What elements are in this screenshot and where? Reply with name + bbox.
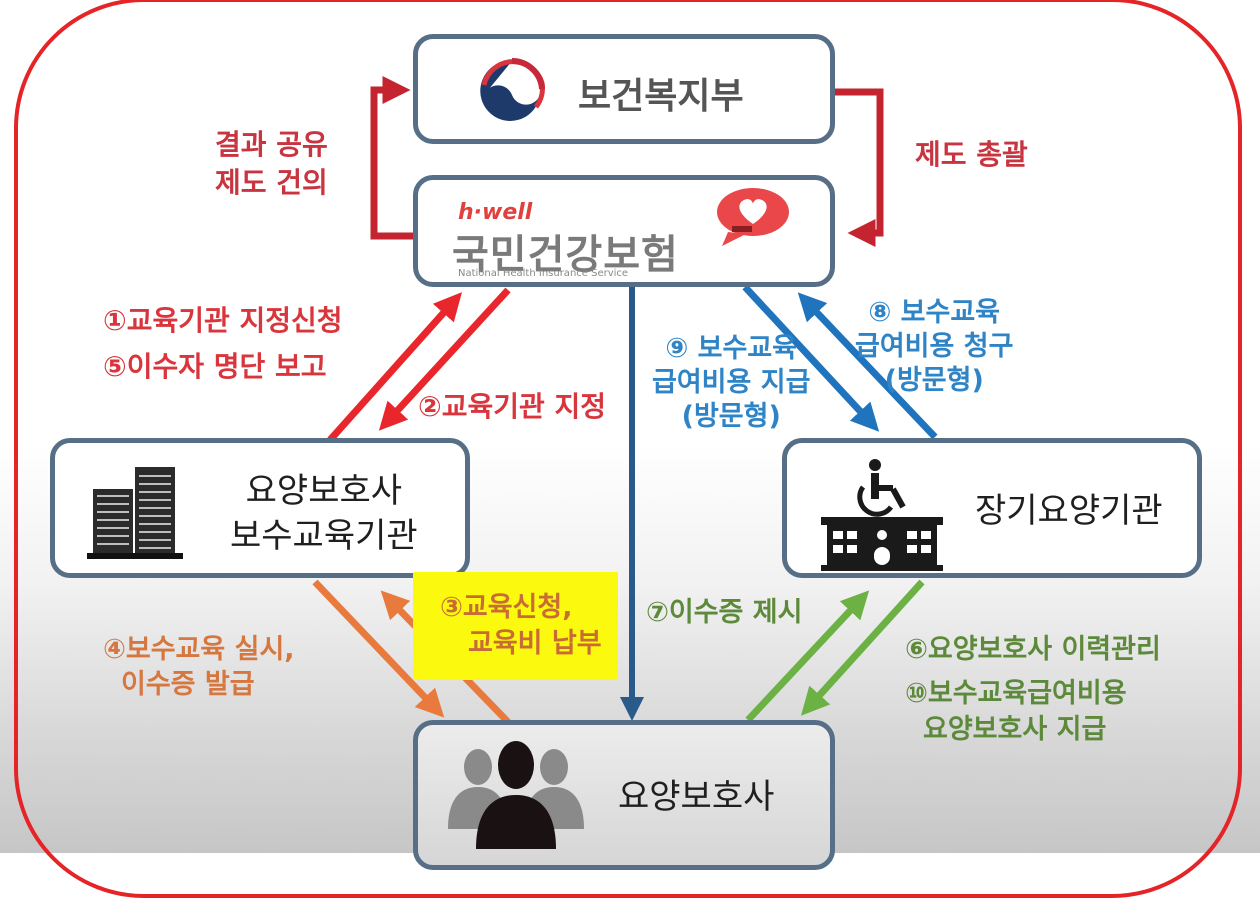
label-step3-highlight [413,572,618,680]
node-training-institution: 요양보호사 보수교육기관 [50,438,470,578]
arrow-step8 [797,292,938,440]
training-institution-line1: 요양보호사 [245,471,403,511]
label-oversight: 제도 총괄 [915,138,1028,171]
people-group-icon [448,741,584,849]
label-step6: ⑥요양보호사 이력관리 [905,634,1161,665]
label-step9: ⑨ 보수교육 급여비용 지급 (방문형) [652,332,810,433]
arrow-step2 [378,287,511,431]
label-step9-line1: ⑨ 보수교육 [665,333,798,364]
label-step10: ⑩보수교육급여비용 요양보호사 지급 [905,676,1127,747]
label-feedback: 결과 공유 제도 건의 [215,126,328,202]
label-step10-line1: ⑩보수교육급여비용 [905,678,1127,709]
node-ministry: 보건복지부 [413,34,835,144]
wheelchair-hospital-icon [821,459,943,571]
arrow-step4 [312,579,445,718]
label-step10-line2: 요양보호사 지급 [923,713,1107,745]
label-step2: ②교육기관 지정 [418,390,607,423]
label-step7: ⑦이수증 제시 [646,597,803,628]
arrow-oversight [833,88,884,247]
nhis-brand: h·well [458,200,533,225]
label-step4: ④보수교육 실시, 이수증 발급 [103,632,295,702]
label-feedback-line1: 결과 공유 [215,128,328,161]
label-step1: ①교육기관 지정신청 [103,304,343,337]
label-step9-line3: (방문형) [681,400,781,432]
nhis-label: 국민건강보험 [452,232,679,278]
nhis-sub: National Health Insurance Service [458,268,629,279]
label-step3: ③교육신청, 교육비 납부 [440,590,602,661]
node-ltc-facility: 장기요양기관 [782,438,1202,578]
nhis-heart-bubble-icon [717,188,789,246]
label-feedback-line2: 제도 건의 [215,165,328,199]
label-step8-line2: 급여비용 청구 [855,330,1014,362]
arrow-step9 [742,284,880,432]
label-step8: ⑧ 보수교육 급여비용 청구 (방문형) [855,296,1013,397]
arrow-feedback [370,76,415,240]
label-step3-line2: 교육비 납부 [468,627,602,659]
training-institution-line2: 보수교육기관 [230,515,418,556]
arrow-step6 [800,579,925,716]
label-step3-line1: ③교육신청, [440,592,573,623]
label-step8-line1: ⑧ 보수교육 [868,297,1001,328]
label-step8-line3: (방문형) [884,364,984,396]
ministry-taegeuk-logo-icon [480,57,545,121]
arrow-step1 [327,292,462,443]
node-nhis: h·well 국민건강보험 National Health Insurance … [413,175,835,287]
arrow-step7 [745,590,870,723]
ministry-label: 보건복지부 [578,76,744,117]
training-institution-label: 요양보호사 보수교육기관 [230,469,418,559]
node-caregiver: 요양보호사 [413,720,835,870]
caregiver-label: 요양보호사 [618,777,775,817]
label-step5: ⑤이수자 명단 보고 [103,350,327,383]
label-step4-line2: 이수증 발급 [121,669,255,701]
label-step9-line2: 급여비용 지급 [652,366,811,398]
office-building-icon [87,467,183,559]
ltc-facility-label: 장기요양기관 [975,491,1163,531]
label-step4-line1: ④보수교육 실시, [103,634,295,665]
